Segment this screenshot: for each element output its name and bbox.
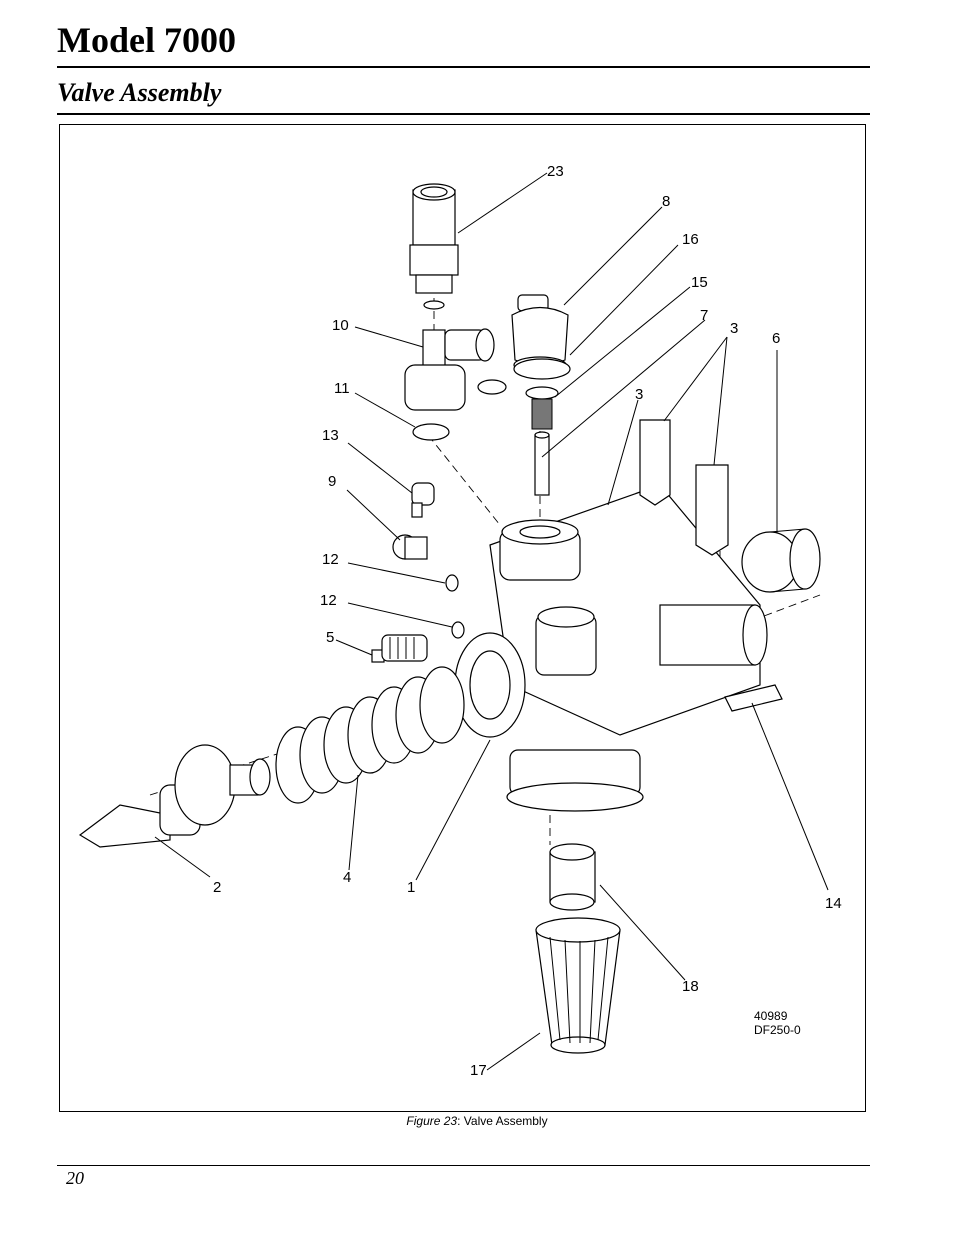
callout-3b: 3 — [730, 320, 738, 337]
title-rule — [57, 66, 870, 68]
callout-13: 13 — [322, 427, 339, 444]
part-10-elbow — [404, 328, 507, 411]
callout-12a: 12 — [322, 551, 339, 568]
part-3-clip-a — [639, 419, 671, 506]
callout-17: 17 — [470, 1062, 487, 1079]
footer-rule — [57, 1165, 870, 1166]
part-23-adapter — [409, 183, 459, 310]
part-14-clip — [724, 684, 783, 712]
callout-leader-lines — [154, 172, 829, 1071]
part-16-seal — [513, 358, 571, 380]
callout-labels: 23 8 16 15 7 3 3 6 10 11 13 9 12 12 5 2 … — [213, 163, 842, 1079]
callout-8: 8 — [662, 193, 670, 210]
callout-5: 5 — [326, 629, 334, 646]
part-18-adapter — [549, 843, 596, 911]
callout-18: 18 — [682, 978, 699, 995]
part-11-o-ring — [412, 423, 450, 441]
callout-7: 7 — [700, 307, 708, 324]
drawing-ref-number: 40989 — [754, 1009, 788, 1023]
part-12-o-ring-a — [445, 574, 459, 592]
callout-4: 4 — [343, 869, 351, 886]
figure-caption: Figure 23: Valve Assembly — [0, 1114, 954, 1128]
part-6-end-cap — [741, 528, 821, 593]
part-12-o-ring-b — [451, 621, 465, 639]
caption-label: Figure 23 — [406, 1114, 458, 1128]
caption-text: : Valve Assembly — [457, 1114, 548, 1128]
part-9-plug — [392, 534, 428, 560]
part-13-clip — [411, 482, 435, 518]
part-5-injector — [371, 634, 428, 663]
part-7-stem — [534, 431, 550, 496]
callout-6: 6 — [772, 330, 780, 347]
part-17-strainer — [535, 917, 621, 1054]
callout-11: 11 — [334, 380, 350, 397]
part-4-seal-spacer-stack — [275, 666, 465, 804]
callout-15: 15 — [691, 274, 708, 291]
callout-9: 9 — [328, 473, 336, 490]
drawing-ref-code: DF250-0 — [754, 1023, 801, 1037]
part-3-clip-b — [695, 464, 729, 556]
section-rule — [57, 113, 870, 115]
callout-3a: 3 — [635, 386, 643, 403]
part-2-piston-rod — [78, 744, 271, 848]
callout-16: 16 — [682, 231, 699, 248]
callout-23: 23 — [547, 163, 564, 180]
callout-14: 14 — [825, 895, 842, 912]
figure-frame: 23 8 16 15 7 3 3 6 10 11 13 9 12 12 5 2 … — [59, 124, 866, 1112]
section-title: Valve Assembly — [57, 78, 222, 107]
page-number: 20 — [66, 1168, 84, 1188]
part-15-screen — [525, 386, 559, 430]
callout-2: 2 — [213, 879, 221, 896]
callout-1: 1 — [407, 879, 415, 896]
page-title: Model 7000 — [57, 20, 236, 60]
callout-12b: 12 — [320, 592, 337, 609]
valve-assembly-diagram: 23 8 16 15 7 3 3 6 10 11 13 9 12 12 5 2 … — [78, 163, 842, 1079]
callout-10: 10 — [332, 317, 349, 334]
